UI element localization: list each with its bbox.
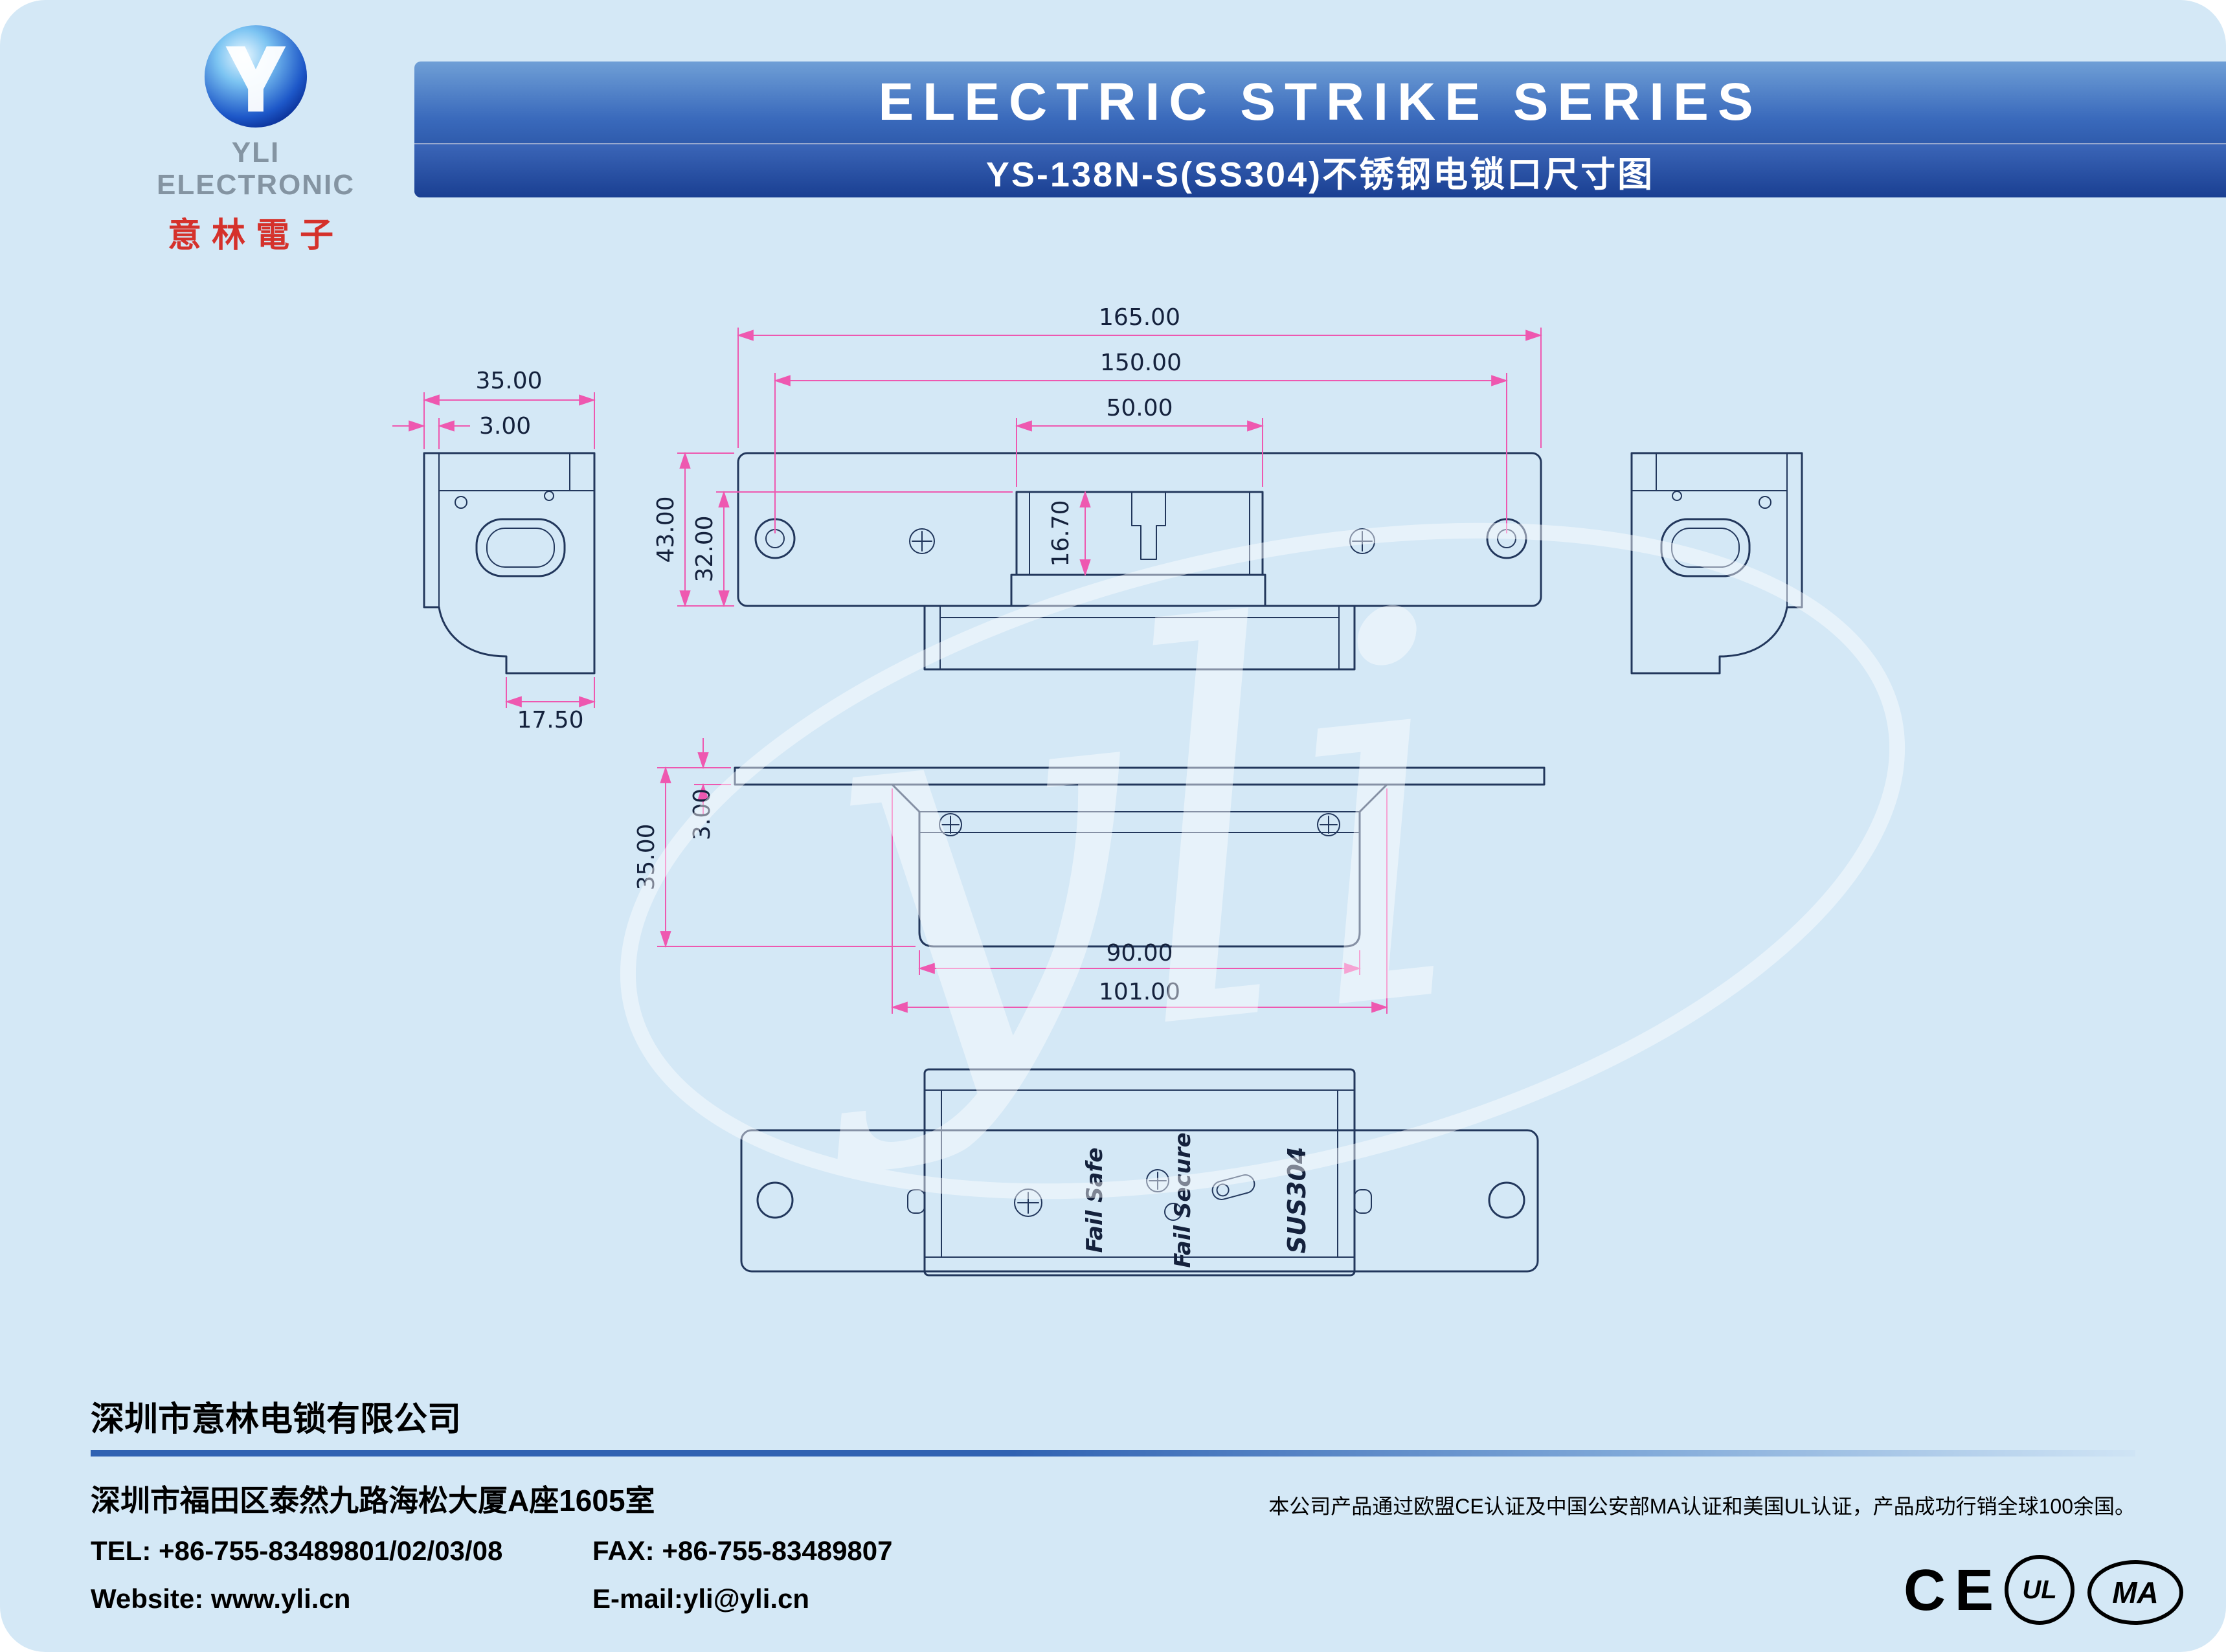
mount-ear-left	[907, 1189, 925, 1214]
latch-tab	[1131, 491, 1166, 560]
adjust-hole	[1164, 1203, 1182, 1221]
company-name: 深圳市意林电锁有限公司	[91, 1401, 462, 1438]
title-banner: ELECTRIC STRIKE SERIES YS-138N-S(SS304)不…	[414, 61, 2226, 197]
label-material: SUS304	[1283, 1147, 1311, 1254]
tel-number: TEL: +86-755-83489801/02/03/08	[91, 1535, 503, 1566]
ul-mark-icon: UL	[2005, 1555, 2074, 1625]
email-address: E-mail:yli@yli.cn	[592, 1583, 810, 1614]
company-address: 深圳市福田区泰然九路海松大厦A座1605室	[91, 1484, 655, 1517]
dim-cavity-width: 50.00	[1106, 395, 1173, 421]
screw-icon	[1349, 528, 1375, 554]
fax-number: FAX: +86-755-83489807	[592, 1535, 893, 1566]
brand-logo: YLI ELECTRONIC 意林電子	[146, 22, 366, 256]
watermark-text: yli	[769, 499, 1494, 1183]
dim-plate-height: 43.00	[653, 496, 679, 563]
dim-side-plate-thickness: 3.00	[479, 413, 531, 440]
dim-total-length: 165.00	[1099, 304, 1180, 331]
front-view	[737, 452, 1542, 671]
screw-icon	[1014, 1189, 1042, 1217]
website-url: Website: www.yli.cn	[91, 1583, 351, 1614]
dim-body-width: 90.00	[1106, 940, 1173, 966]
mode-slot	[1211, 1174, 1255, 1200]
screw-icon	[939, 813, 962, 836]
profile-view-dimensions: 3.00 35.00 90.00 101.00	[633, 738, 1389, 1014]
dim-mid-plate-thickness: 3.00	[689, 788, 715, 840]
footer-divider	[91, 1450, 2135, 1457]
dim-cavity-depth: 16.70	[1048, 500, 1074, 566]
profile-view	[734, 766, 1546, 948]
brand-name-cn: 意林電子	[167, 217, 344, 254]
series-title: ELECTRIC STRIKE SERIES	[878, 73, 1762, 131]
dim-hole-distance: 150.00	[1100, 350, 1182, 376]
side-view-left	[423, 452, 596, 675]
side-view-dimensions: 35.00 3.00 17.50	[392, 368, 596, 733]
back-view: Fail Safe Fail Secure SUS304	[740, 1068, 1539, 1277]
mount-ear-right	[1354, 1189, 1372, 1214]
screw-icon	[1146, 1169, 1169, 1192]
screw-icon	[1317, 813, 1340, 836]
dim-mid-depth: 35.00	[633, 823, 660, 890]
certification-note: 本公司产品通过欧盟CE认证及中国公安部MA认证和美国UL认证，产品成功行销全球1…	[1268, 1495, 2135, 1518]
logo-sphere-icon	[204, 25, 308, 128]
front-view-dimensions: 165.00 150.00 50.00 16.70 43.00 32.00	[653, 304, 1543, 608]
label-fail-secure: Fail Secure	[1170, 1132, 1196, 1267]
dim-flange-width: 101.00	[1099, 979, 1180, 1005]
model-subtitle: YS-138N-S(SS304)不锈钢电锁口尺寸图	[414, 143, 2226, 197]
dim-side-foot: 17.50	[517, 707, 583, 733]
dim-cavity-height: 32.00	[691, 515, 718, 582]
screw-icon	[909, 528, 935, 554]
ma-mark-icon: MA	[2087, 1560, 2183, 1625]
label-fail-safe: Fail Safe	[1082, 1148, 1108, 1253]
dim-side-width: 35.00	[475, 368, 542, 394]
watermark: yli	[620, 499, 1906, 1200]
brand-name-en: YLI ELECTRONIC	[157, 137, 355, 201]
ce-mark-icon: CE	[1904, 1558, 2003, 1623]
